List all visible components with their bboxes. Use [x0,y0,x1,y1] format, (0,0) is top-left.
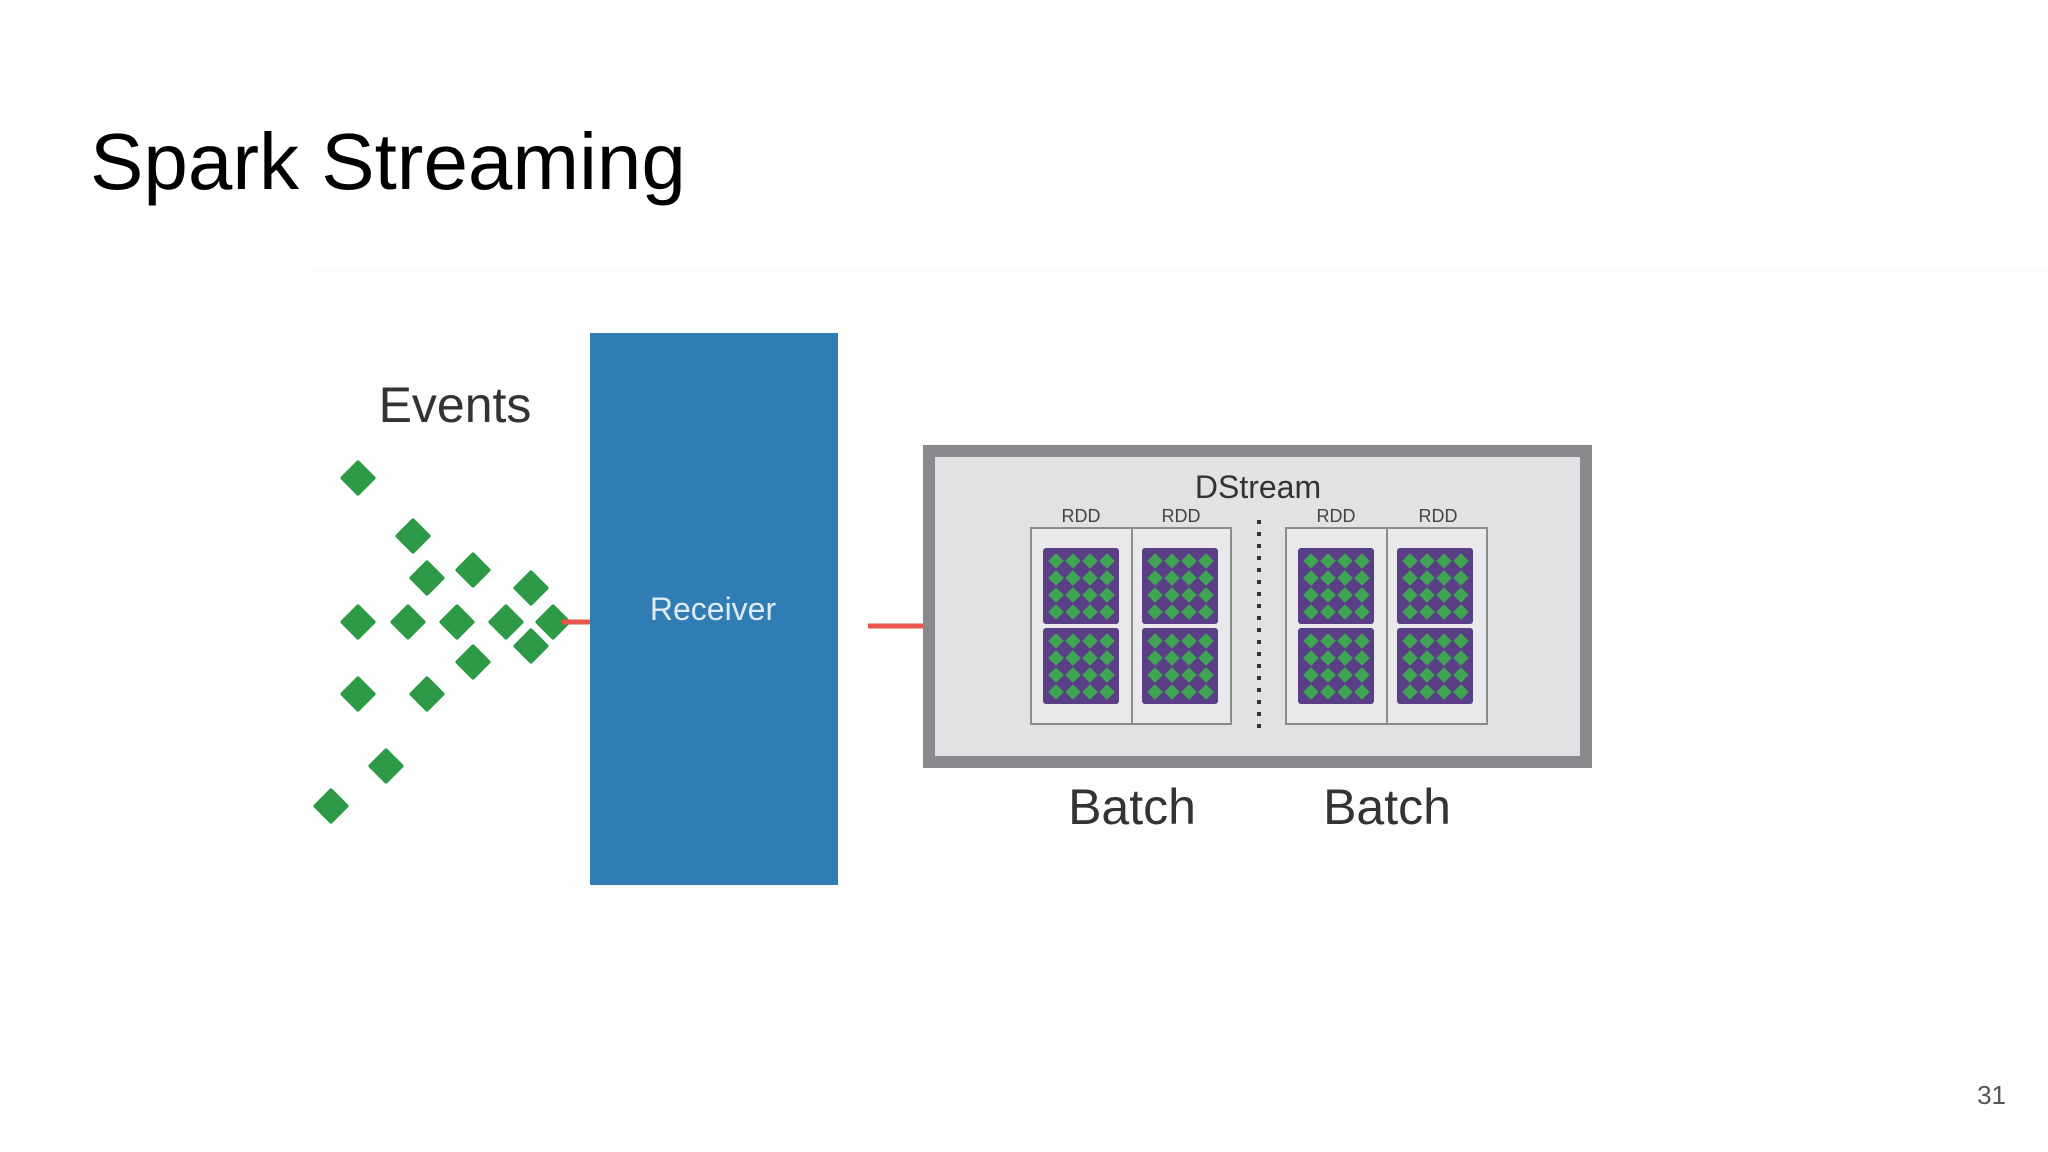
dstream-label: DStream [1195,469,1321,505]
rdd-partition [1043,548,1119,624]
page-number: 31 [1977,1080,2006,1110]
event-diamond [389,603,427,641]
events-group [312,459,572,825]
slide-title: Spark Streaming [90,117,686,206]
rdd-partition [1397,548,1473,624]
batch-label: Batch [1068,779,1196,835]
rdd-label: RDD [1317,506,1356,526]
event-diamond [438,603,476,641]
rdd-partition [1397,628,1473,704]
event-diamond [512,627,550,665]
rdd-partition [1142,548,1218,624]
event-diamond [339,675,377,713]
batch-label: Batch [1323,779,1451,835]
event-diamond [339,603,377,641]
event-diamond [487,603,525,641]
event-diamond [454,551,492,589]
rdd-partition [1043,628,1119,704]
partitions-group [1043,548,1473,704]
event-diamond [408,675,446,713]
event-diamond [367,747,405,785]
rdd-label: RDD [1062,506,1101,526]
rdd-partition [1298,628,1374,704]
dstream-container: DStream RDD RDD RDD RDD [923,445,1592,768]
event-diamond [312,787,350,825]
event-diamond [339,459,377,497]
event-diamond [408,559,446,597]
receiver-block [590,333,838,885]
events-label: Events [379,377,532,433]
event-diamond [512,569,550,607]
rdd-partition [1298,548,1374,624]
rdd-label: RDD [1162,506,1201,526]
event-diamond [454,643,492,681]
rdd-partition [1142,628,1218,704]
receiver-label: Receiver [650,591,777,627]
event-diamond [394,517,432,555]
rdd-label: RDD [1419,506,1458,526]
